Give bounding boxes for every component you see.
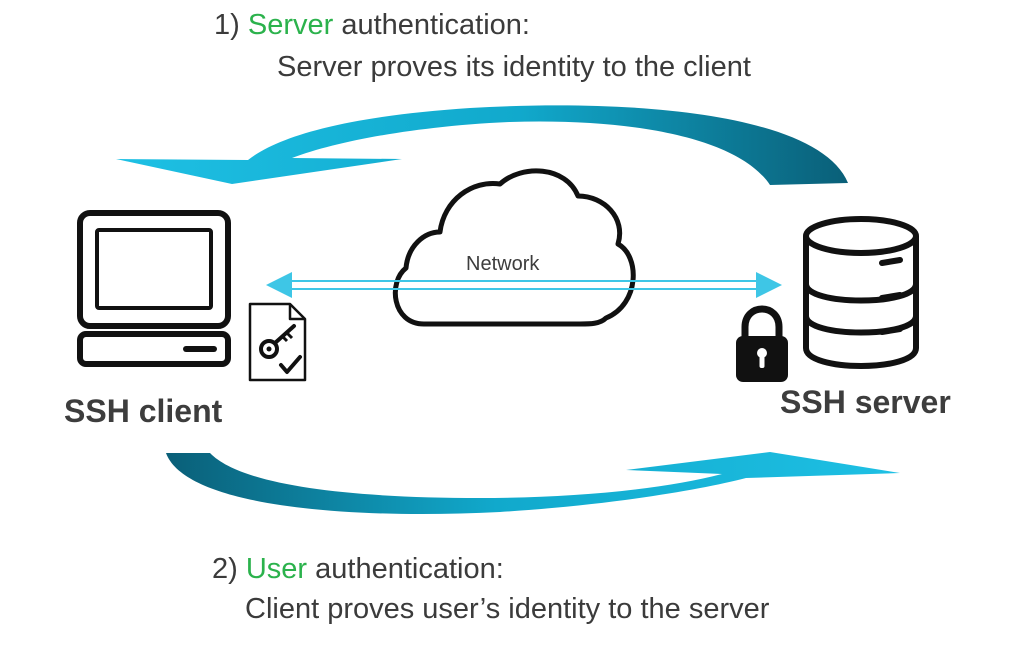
step2-title-rest: authentication: xyxy=(315,553,504,585)
step1-number: 1) xyxy=(214,9,240,41)
step1-keyword: Server xyxy=(247,9,334,41)
padlock-icon xyxy=(736,305,788,382)
step1-title-rest: authentication: xyxy=(341,9,530,41)
ssh-client-label: SSH client xyxy=(64,393,223,429)
network-connection-arrow xyxy=(266,272,782,298)
cloud-icon xyxy=(392,168,636,327)
user-auth-arrow xyxy=(166,452,900,515)
computer-monitor-icon xyxy=(77,210,231,367)
ssh-server-label: SSH server xyxy=(780,384,951,420)
key-certificate-icon xyxy=(248,302,307,382)
step2-number: 2) xyxy=(212,553,238,585)
user-auth-description: Client proves user’s identity to the ser… xyxy=(245,593,770,625)
server-auth-description: Server proves its identity to the client xyxy=(277,51,751,83)
user-auth-title: 2) User authentication: xyxy=(212,552,504,586)
server-auth-arrow xyxy=(116,105,848,185)
database-server-icon xyxy=(803,216,919,369)
step2-keyword: User xyxy=(245,553,308,585)
network-label: Network xyxy=(466,253,540,275)
server-auth-title: 1) Server authentication: xyxy=(214,8,530,42)
